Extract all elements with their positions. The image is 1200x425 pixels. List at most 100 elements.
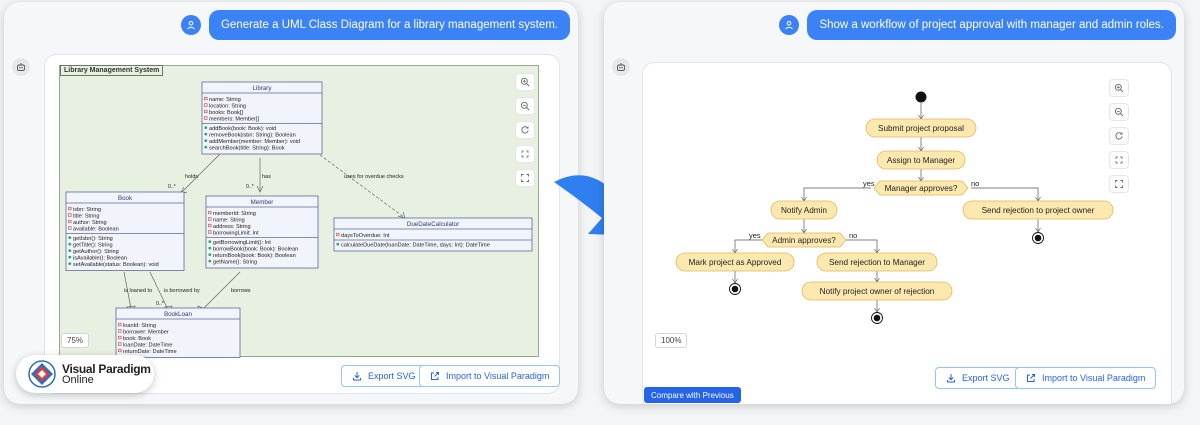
- action-node: [801, 281, 953, 301]
- action-label: Notify Admin: [781, 206, 827, 215]
- final-node-dot: [731, 285, 739, 293]
- class-attribute: book: Book: [123, 336, 151, 342]
- public-visibility-icon: [204, 145, 208, 149]
- class-attribute: borrowingLimit: Int: [213, 230, 259, 236]
- class-attribute: address: String: [213, 224, 251, 230]
- zoom-in-icon[interactable]: [515, 73, 535, 91]
- external-link-icon: [431, 372, 439, 380]
- public-visibility-icon: [68, 242, 72, 246]
- action-node: [962, 200, 1114, 220]
- private-visibility-icon: [208, 210, 212, 215]
- flow-edge: [803, 187, 871, 201]
- class-operation: isAvailable(): Boolean: [73, 255, 127, 261]
- fit-to-screen-icon[interactable]: [515, 145, 535, 163]
- private-visibility-icon: [118, 329, 122, 333]
- private-visibility-icon: [118, 342, 122, 346]
- class-attribute: name: String: [209, 97, 241, 103]
- user-prompt-bubble: Show a workflow of project approval with…: [807, 10, 1176, 40]
- class-box: [115, 307, 241, 358]
- class-attribute: daysToOverdue: Int: [341, 233, 390, 239]
- import-visual-paradigm-button[interactable]: Import to Visual Paradigm: [1015, 367, 1157, 389]
- export-svg-label: Export SVG: [368, 371, 416, 381]
- import-visual-paradigm-button[interactable]: Import to Visual Paradigm: [419, 365, 561, 387]
- public-visibility-icon: [204, 132, 208, 136]
- left-zoom-toolbar: [515, 73, 535, 187]
- class-attribute: loanId: String: [123, 323, 156, 329]
- action-assign: Assign to Manager: [876, 150, 966, 170]
- class-operation: getIsbn(): String: [73, 236, 113, 242]
- visual-paradigm-logo-icon: [28, 360, 56, 388]
- zoom-level-indicator: 75%: [61, 333, 90, 348]
- relation-label-loaned: is loaned to: [124, 288, 152, 294]
- zoom-in-icon[interactable]: [1109, 79, 1129, 97]
- private-visibility-icon: [204, 103, 208, 107]
- decision-mgr_dec: Manager approves?: [873, 180, 969, 196]
- user-avatar-icon: [779, 15, 800, 35]
- private-visibility-icon: [118, 322, 122, 327]
- private-visibility-icon: [68, 213, 72, 217]
- class-attribute: title: String: [73, 213, 99, 219]
- public-visibility-icon: [68, 249, 72, 253]
- export-svg-button[interactable]: Export SVG: [341, 365, 427, 387]
- decision-admin_dec: Admin approves?: [761, 232, 847, 248]
- reset-view-icon[interactable]: [1109, 127, 1129, 145]
- action-node: [876, 150, 966, 170]
- arrowhead-icon: [256, 185, 264, 193]
- class-operation: searchBook(title: String): Book: [209, 145, 285, 151]
- guard-label-yes: yes: [863, 179, 875, 188]
- private-visibility-icon: [204, 116, 208, 120]
- class-attribute: members: Member[]: [209, 116, 259, 122]
- class-attribute: books: Book[]: [209, 110, 243, 116]
- holds-association: [179, 153, 221, 195]
- public-visibility-icon: [208, 240, 212, 244]
- arrowhead-icon: [1035, 227, 1041, 233]
- flow-edge: [843, 239, 878, 253]
- action-node: [865, 118, 977, 138]
- decision-label: Manager approves?: [885, 184, 958, 193]
- logo-line1: Visual Paradigm: [62, 361, 151, 376]
- class-name: BookLoan: [164, 311, 192, 318]
- class-attribute: borrower: Member: [123, 329, 169, 335]
- export-svg-button[interactable]: Export SVG: [935, 367, 1021, 389]
- final-node-dot: [873, 314, 881, 322]
- public-visibility-icon: [68, 262, 72, 265]
- final-node-dot: [1034, 234, 1042, 242]
- class-operation: removeBook(isbn: String): Boolean: [209, 132, 296, 138]
- bot-icon: [12, 58, 30, 76]
- borrows-association: [197, 271, 241, 315]
- visual-paradigm-logo: Visual Paradigm Online: [16, 355, 154, 393]
- right-chat-panel: Show a workflow of project approval with…: [604, 2, 1184, 404]
- action-notify_owner: Notify project owner of rejection: [801, 281, 953, 301]
- action-notify_admin: Notify Admin: [770, 200, 838, 220]
- reset-view-icon[interactable]: [515, 121, 535, 139]
- private-visibility-icon: [68, 226, 72, 230]
- class-attribute: location: String: [209, 103, 246, 109]
- action-node: [816, 252, 938, 272]
- class-box: [333, 217, 533, 252]
- action-label: Submit project proposal: [878, 124, 964, 133]
- import-vp-label: Import to Visual Paradigm: [1042, 373, 1146, 383]
- zoom-out-icon[interactable]: [515, 97, 535, 115]
- class-attribute: returnDate: DateTime: [123, 349, 177, 355]
- class-name: Library: [253, 85, 273, 92]
- fit-to-screen-icon[interactable]: [1109, 151, 1129, 169]
- fullscreen-icon[interactable]: [1109, 175, 1129, 193]
- external-link-icon: [1027, 374, 1035, 382]
- relation-label-holds: holds: [185, 174, 198, 180]
- action-send_rej_owner: Send rejection to project owner: [962, 200, 1114, 220]
- compare-with-previous-button[interactable]: Compare with Previous: [644, 387, 741, 403]
- class-operation: getName(): String: [213, 259, 257, 265]
- private-visibility-icon: [336, 232, 340, 237]
- arrowhead-icon: [732, 278, 738, 284]
- class-name: Book: [118, 195, 133, 202]
- download-icon: [353, 372, 361, 381]
- action-node: [675, 252, 795, 272]
- fullscreen-icon[interactable]: [515, 169, 535, 187]
- zoom-out-icon[interactable]: [1109, 103, 1129, 121]
- multiplicity-label: 0..*: [168, 184, 176, 190]
